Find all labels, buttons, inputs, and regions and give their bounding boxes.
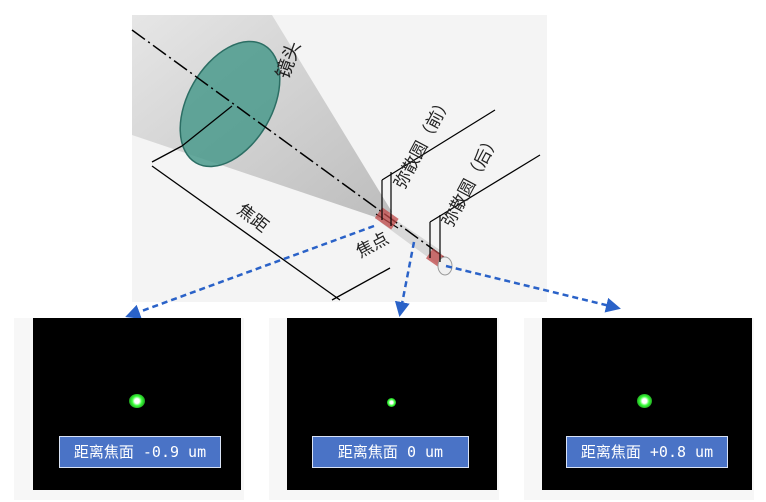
lens-radius-line <box>181 105 233 147</box>
focal-tick-left <box>151 145 183 163</box>
focal-tick-right <box>331 267 391 301</box>
spot-panel-middle: 距离焦面 0 um <box>269 318 499 500</box>
focal-length-line <box>151 165 341 301</box>
caption-right: 距离焦面 +0.8 um <box>566 436 728 468</box>
lens-ellipse <box>179 40 281 168</box>
spot-middle <box>387 398 396 407</box>
back-spot-ellipse <box>437 256 453 276</box>
caption-left: 距离焦面 -0.9 um <box>59 436 221 468</box>
spot-left <box>129 394 145 408</box>
spot-right <box>637 394 652 408</box>
coc-front-leader-c <box>381 109 496 181</box>
spot-panel-left: 距离焦面 -0.9 um <box>14 318 244 500</box>
arrow-to-middle-panel <box>394 241 416 317</box>
spot-panel-right: 距离焦面 +0.8 um <box>524 318 754 500</box>
arrow-to-left-panel <box>125 224 375 319</box>
coc-front-marker <box>374 207 399 230</box>
caption-middle: 距离焦面 0 um <box>312 436 469 468</box>
coc-back-leader-c <box>429 154 541 223</box>
